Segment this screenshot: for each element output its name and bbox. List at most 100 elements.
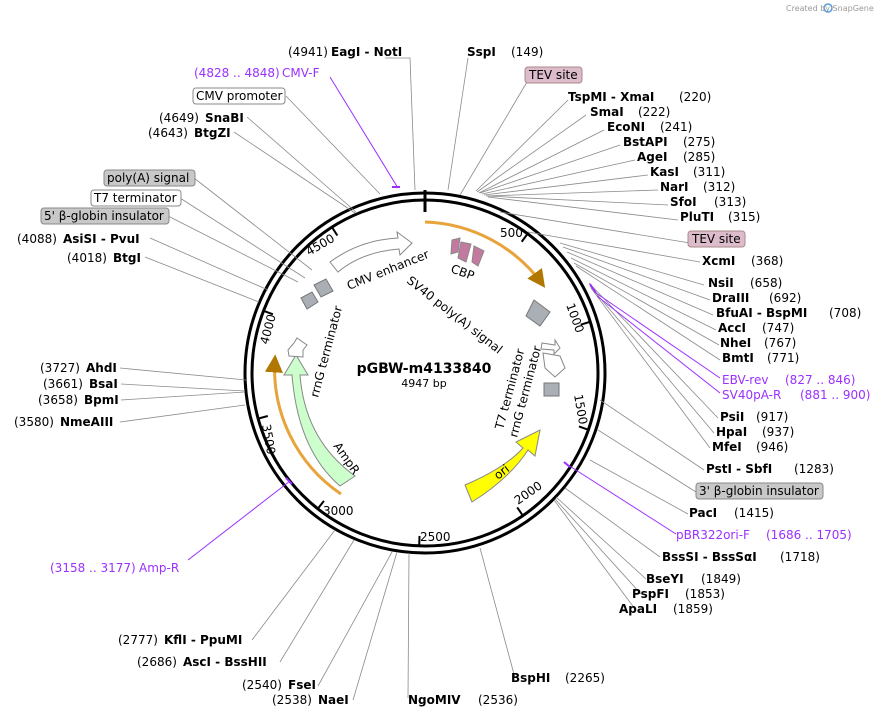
site-bsssi-pos: (1718) xyxy=(780,550,820,564)
site-paci-name[interactable]: PacI xyxy=(689,506,717,520)
tick-3000: 3000 xyxy=(323,504,354,518)
primer-sv40pa-range: (881 .. 900) xyxy=(800,388,870,402)
site-naei-name[interactable]: NaeI xyxy=(318,693,349,707)
site-bstapi-name[interactable]: BstAPI xyxy=(623,135,668,149)
primer-pbr-range: (1686 .. 1705) xyxy=(766,528,852,542)
site-asci-name[interactable]: AscI - BssHII xyxy=(183,655,267,669)
primer-ebv-name[interactable]: EBV-rev xyxy=(722,373,768,387)
site-sspi-name[interactable]: SspI xyxy=(467,45,496,59)
cbp-block-3[interactable] xyxy=(471,245,485,267)
site-psii-name[interactable]: PsiI xyxy=(720,410,744,424)
site-bsphi-name[interactable]: BspHI xyxy=(511,671,550,685)
site-bsai-name[interactable]: BsaI xyxy=(89,377,118,391)
site-fsei-pos: (2540) xyxy=(242,678,282,692)
site-smai-name[interactable]: SmaI xyxy=(590,105,624,119)
rrng-right-block[interactable] xyxy=(543,382,560,397)
site-xcmi-name[interactable]: XcmI xyxy=(702,254,735,268)
site-nsii-pos: (658) xyxy=(750,276,782,290)
site-bfuai-pos: (708) xyxy=(829,306,861,320)
sv40-polya-block[interactable] xyxy=(525,299,551,327)
t7-terminator-arrow[interactable] xyxy=(540,338,561,356)
ori-arrow[interactable] xyxy=(464,429,541,503)
rrng-left-arrow[interactable] xyxy=(287,337,308,358)
site-pluti-pos: (315) xyxy=(728,210,760,224)
site-hpai-pos: (937) xyxy=(762,425,794,439)
site-nari-name[interactable]: NarI xyxy=(660,180,689,194)
feature-label-cbp: CBP xyxy=(449,262,476,283)
site-btgzi-name[interactable]: BtgZI xyxy=(194,126,231,140)
rrng-right-arrow[interactable] xyxy=(542,352,566,378)
site-bmti-pos: (771) xyxy=(767,351,799,365)
site-psii-pos: (917) xyxy=(756,410,788,424)
t7term-box[interactable] xyxy=(90,189,182,207)
tev-site-box-1[interactable] xyxy=(524,66,583,84)
site-agei-name[interactable]: AgeI xyxy=(637,150,667,164)
site-sspi-pos: (149) xyxy=(511,45,543,59)
site-mfei-name[interactable]: MfeI xyxy=(712,440,742,454)
site-sfoi-name[interactable]: SfoI xyxy=(670,195,697,209)
globin5-box[interactable] xyxy=(40,207,170,225)
polya-box[interactable] xyxy=(103,169,196,187)
site-acci-name[interactable]: AccI xyxy=(718,321,746,335)
t7term-label: T7 terminator xyxy=(93,191,177,205)
scale-tick xyxy=(516,506,524,517)
site-mfei-pos: (946) xyxy=(756,440,788,454)
site-nhei-name[interactable]: NheI xyxy=(720,336,751,350)
site-xcmi-pos: (368) xyxy=(751,254,783,268)
site-snabi-name[interactable]: SnaBI xyxy=(205,111,244,125)
primer-ampr-name[interactable]: Amp-R xyxy=(139,561,179,575)
site-draiii-pos: (692) xyxy=(769,291,801,305)
cmv-promoter-box[interactable] xyxy=(192,87,286,105)
site-btgzi-pos: (4643) xyxy=(148,126,188,140)
site-pspfi-name[interactable]: PspFI xyxy=(632,587,669,601)
site-psti-name[interactable]: PstI - SbfI xyxy=(706,462,772,476)
globin5-label: 5' β-globin insulator xyxy=(44,209,164,223)
site-bseyi-name[interactable]: BseYI xyxy=(646,572,684,586)
site-econi-pos: (241) xyxy=(660,120,692,134)
site-bmti-name[interactable]: BmtI xyxy=(722,351,754,365)
globin3-box[interactable] xyxy=(695,482,824,500)
left-gray-block-1[interactable] xyxy=(300,291,319,310)
site-paci-pos: (1415) xyxy=(734,506,774,520)
site-hpai-name[interactable]: HpaI xyxy=(716,425,747,439)
tev-site-label-2: TEV site xyxy=(691,232,741,246)
site-bpmi-name[interactable]: BpmI xyxy=(84,393,119,407)
primer-sv40pa-name[interactable]: SV40pA-R xyxy=(722,388,781,402)
primer-cmvf-name[interactable]: CMV-F xyxy=(282,66,320,80)
site-apali-name[interactable]: ApaLI xyxy=(619,602,657,616)
cbp-block-2[interactable] xyxy=(457,241,472,263)
site-tspmi-name[interactable]: TspMI - XmaI xyxy=(568,90,654,104)
site-nsii-name[interactable]: NsiI xyxy=(708,276,734,290)
site-asisi-name[interactable]: AsiSI - PvuI xyxy=(63,232,140,246)
ampr-arrow[interactable] xyxy=(283,354,356,487)
scale-tick xyxy=(316,500,325,510)
cmv-enhancer-arrow[interactable] xyxy=(329,230,413,273)
site-ahdi-name[interactable]: AhdI xyxy=(86,361,117,375)
site-draiii-name[interactable]: DraIII xyxy=(712,291,749,305)
site-kfli-name[interactable]: KflI - PpuMI xyxy=(164,633,242,647)
site-econi-name[interactable]: EcoNI xyxy=(607,120,645,134)
site-bfuai-name[interactable]: BfuAI - BspMI xyxy=(716,306,807,320)
site-ngomiv-name[interactable]: NgoMIV xyxy=(408,693,461,707)
site-pluti-name[interactable]: PluTI xyxy=(680,210,714,224)
left-gray-block-2[interactable] xyxy=(313,278,334,298)
tev-site-box-2[interactable] xyxy=(687,230,746,248)
site-btgi-name[interactable]: BtgI xyxy=(113,251,141,265)
site-bsssi-name[interactable]: BssSI - BssSαI xyxy=(662,550,757,564)
site-nmeaiii-name[interactable]: NmeAIII xyxy=(60,415,113,429)
tick-500: 500 xyxy=(500,226,523,240)
site-psti-pos: (1283) xyxy=(794,462,834,476)
plasmid-name: pGBW-m4133840 xyxy=(357,361,492,377)
tick-1500: 1500 xyxy=(571,393,590,426)
site-apali-pos: (1859) xyxy=(673,602,713,616)
scale-tick xyxy=(580,320,591,326)
site-eagi-name[interactable]: EagI - NotI xyxy=(331,45,402,59)
tick-2500: 2500 xyxy=(420,530,451,544)
plasmid-length: 4947 bp xyxy=(401,377,446,390)
site-kasi-name[interactable]: KasI xyxy=(650,165,679,179)
primer-ebv-range: (827 .. 846) xyxy=(785,373,855,387)
site-fsei-name[interactable]: FseI xyxy=(288,678,316,692)
primer-pbr-name[interactable]: pBR322ori-F xyxy=(676,528,750,542)
cbp-block-1[interactable] xyxy=(450,237,461,255)
